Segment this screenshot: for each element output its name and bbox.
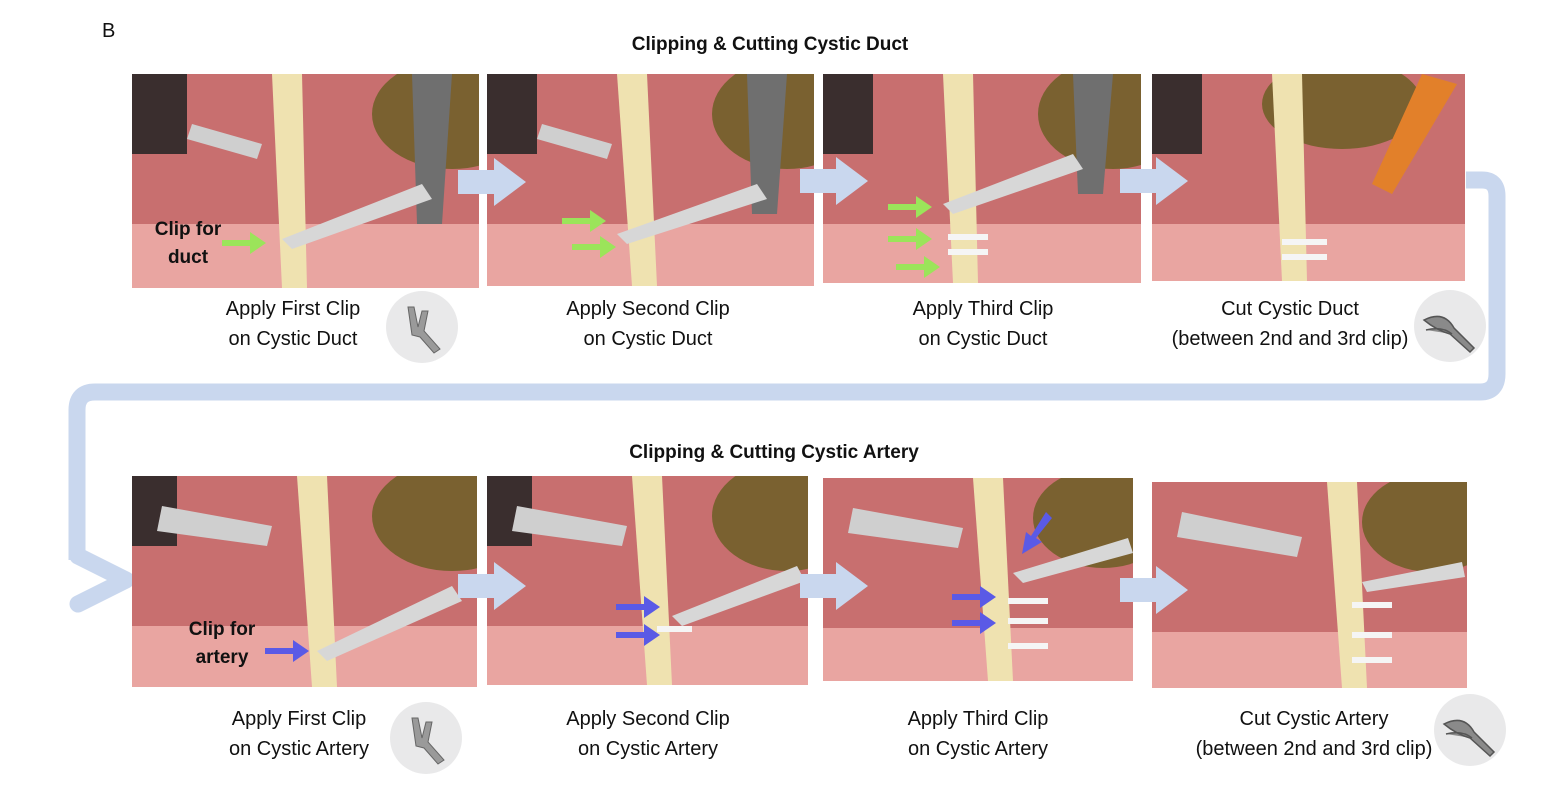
- duct-section-title: Clipping & Cutting Cystic Duct: [631, 34, 909, 55]
- artery-step4-caption: Cut Cystic Artery(between 2nd and 3rd cl…: [1195, 708, 1433, 760]
- artery-marker-arrow: [616, 624, 660, 646]
- artery-clip-label: Clip for artery: [188, 619, 256, 668]
- artery-marker-arrow: [952, 586, 996, 608]
- artery-step-arrow-3: [1120, 566, 1188, 614]
- panel-letter: B: [102, 20, 116, 42]
- artery-step3-image: [823, 478, 1133, 681]
- artery-marker-arrow: [952, 612, 996, 634]
- scissors-icon: [1414, 290, 1486, 362]
- artery-marker-arrow: [1022, 512, 1052, 554]
- duct-step-arrow-1: [458, 158, 526, 206]
- duct-marker-arrow: [888, 228, 932, 250]
- artery-step-arrow-1: [458, 562, 526, 610]
- duct-step1-image: [132, 74, 479, 288]
- duct-marker-arrow: [562, 210, 606, 232]
- duct-clip-label: Clip for duct: [154, 219, 222, 268]
- duct-marker-arrow: [572, 236, 616, 258]
- duct-step3-image: [823, 74, 1141, 283]
- duct-step4-caption: Cut Cystic Duct(between 2nd and 3rd clip…: [1171, 298, 1409, 350]
- duct-step-arrow-3: [1120, 157, 1188, 205]
- duct-marker-arrow: [896, 256, 940, 278]
- artery-step4-image: [1152, 482, 1467, 688]
- artery-marker-arrow: [265, 640, 309, 662]
- duct-step4-image: [1152, 74, 1465, 281]
- duct-marker-arrow: [222, 232, 266, 254]
- artery-marker-arrow: [616, 596, 660, 618]
- clip-applier-icon: [390, 702, 462, 774]
- artery-step2-image: [487, 476, 808, 685]
- duct-step-arrow-2: [800, 157, 868, 205]
- duct-marker-arrow: [888, 196, 932, 218]
- duct-step2-image: [487, 74, 814, 286]
- clip-applier-icon: [386, 291, 458, 363]
- scissors-icon: [1434, 694, 1506, 766]
- artery-section-title: Clipping & Cutting Cystic Artery: [629, 442, 919, 463]
- artery-step-arrow-2: [800, 562, 868, 610]
